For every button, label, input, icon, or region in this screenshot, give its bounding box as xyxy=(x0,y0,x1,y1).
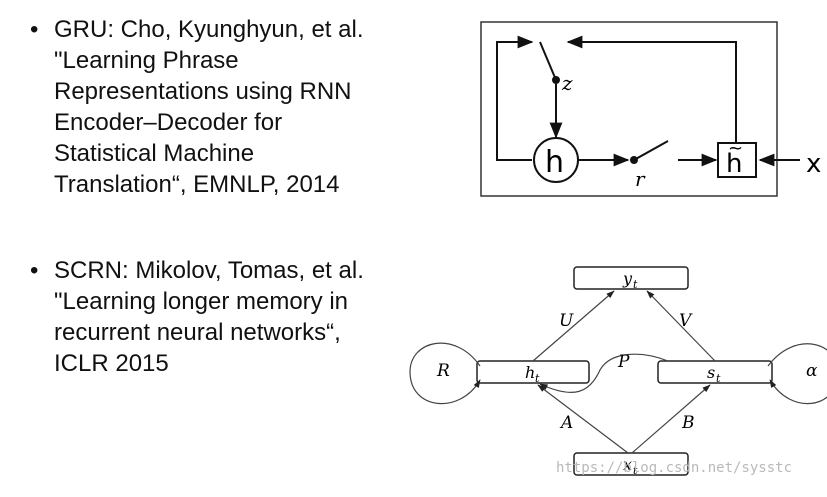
scrn-label-R: R xyxy=(436,361,450,381)
bullet-line: Representations using RNN xyxy=(54,78,352,105)
gru-r-switch xyxy=(633,140,669,161)
gru-label-htilde: h xyxy=(726,149,742,179)
gru-h-node xyxy=(533,137,579,183)
scrn-label-P: P xyxy=(617,352,630,372)
gru-htilde-node xyxy=(717,142,757,178)
scrn-h-node xyxy=(476,360,590,384)
scrn-label-V: V xyxy=(679,311,693,331)
scrn-label-B: B xyxy=(681,413,695,433)
gru-label-x: x xyxy=(806,149,821,179)
watermark: https://blog.csdn.net/sysstc xyxy=(556,460,793,476)
scrn-label-h-sub: t xyxy=(535,372,540,385)
bullet-line: recurrent neural networks“, xyxy=(54,319,341,346)
bullet-scrn: • SCRN: Mikolov, Tomas, et al. "Learning… xyxy=(30,255,410,379)
scrn-label-y: y xyxy=(622,269,633,288)
scrn-edge-V xyxy=(646,290,716,362)
bullet-gru-text: GRU: Cho, Kyunghyun, et al. "Learning Ph… xyxy=(54,14,410,200)
bullet-line: "Learning longer memory in xyxy=(54,288,348,315)
scrn-label-s: s xyxy=(707,363,715,382)
bullet-gru: • GRU: Cho, Kyunghyun, et al. "Learning … xyxy=(30,14,410,200)
scrn-s-node xyxy=(657,360,773,384)
gru-label-h: h xyxy=(545,145,564,180)
gru-label-z: z xyxy=(561,71,573,95)
scrn-y-node xyxy=(573,266,689,290)
gru-left-loop xyxy=(496,35,534,161)
scrn-alpha-loop xyxy=(767,343,827,405)
scrn-edge-B xyxy=(631,384,711,454)
scrn-edge-U xyxy=(532,290,615,362)
gru-z-pivot xyxy=(552,76,560,84)
scrn-label-U: U xyxy=(559,311,574,331)
bullet-dot: • xyxy=(30,16,39,43)
bullet-scrn-text: SCRN: Mikolov, Tomas, et al. "Learning l… xyxy=(54,255,410,379)
bullet-line: ICLR 2015 xyxy=(54,350,169,377)
scrn-label-y-sub: t xyxy=(633,278,638,291)
bullet-dot: • xyxy=(30,257,39,284)
gru-label-r: r xyxy=(635,167,646,191)
scrn-edge-P xyxy=(539,353,669,393)
scrn-label-A: A xyxy=(559,413,573,433)
gru-frame xyxy=(480,21,778,197)
gru-r-pivot xyxy=(630,156,638,164)
scrn-label-h: h xyxy=(525,363,535,382)
scrn-edge-A xyxy=(537,384,629,454)
scrn-r-loop xyxy=(409,342,481,405)
gru-htilde-feedback xyxy=(566,35,737,143)
gru-label-tilde: ~ xyxy=(728,138,743,159)
bullet-line: GRU: Cho, Kyunghyun, et al. xyxy=(54,16,364,43)
scrn-label-s-sub: t xyxy=(716,372,721,385)
bullet-line: SCRN: Mikolov, Tomas, et al. xyxy=(54,257,364,284)
gru-z-switch xyxy=(539,41,557,81)
bullet-line: Encoder–Decoder for xyxy=(54,109,283,136)
scrn-label-alpha: α xyxy=(806,361,818,381)
bullet-line: Translation“, EMNLP, 2014 xyxy=(54,171,340,198)
bullet-line: "Learning Phrase xyxy=(54,47,239,74)
bullet-line: Statistical Machine xyxy=(54,140,255,167)
